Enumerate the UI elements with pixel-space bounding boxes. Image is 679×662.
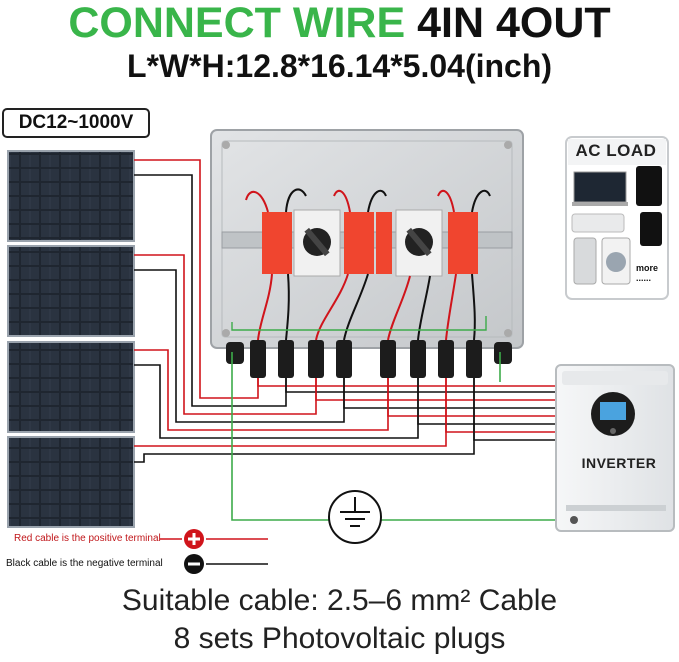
footer-cable-text: Suitable cable: 2.5–6 mm² Cable [121, 584, 558, 617]
ac-load-title: AC LOAD [575, 141, 657, 160]
more-text: more [636, 263, 659, 273]
footer-plugs-text: 8 sets Photovoltaic plugs [173, 622, 506, 655]
voltage-badge: DC12~1000V [2, 108, 150, 138]
legend-lines [160, 538, 268, 565]
solar-panel-1 [7, 150, 135, 242]
title-green: CONNECT WIRE [68, 0, 406, 47]
inverter-unit [555, 364, 675, 532]
title-black: 4IN 4OUT [417, 0, 611, 47]
solar-panel-4 [7, 436, 135, 528]
product-title: CONNECT WIRE 4IN 4OUT [0, 0, 679, 46]
plus-circle-icon [184, 529, 204, 549]
legend-positive-text: Red cable is the positive terminal [14, 533, 161, 544]
solar-panel-3 [7, 341, 135, 433]
inverter-wires [257, 378, 560, 441]
ground-symbol-icon [328, 490, 382, 544]
minus-circle-icon [184, 554, 204, 574]
dimensions-text: L*W*H:12.8*16.14*5.04(inch) [126, 48, 553, 84]
ac-load-board [565, 136, 669, 300]
inverter-label: INVERTER [581, 455, 657, 471]
more-dots: ...... [636, 273, 652, 283]
solar-panel-2 [7, 245, 135, 337]
ac-load-more: more...... [636, 263, 658, 283]
legend-negative-text: Black cable is the negative terminal [6, 558, 163, 569]
combiner-box [210, 129, 524, 378]
